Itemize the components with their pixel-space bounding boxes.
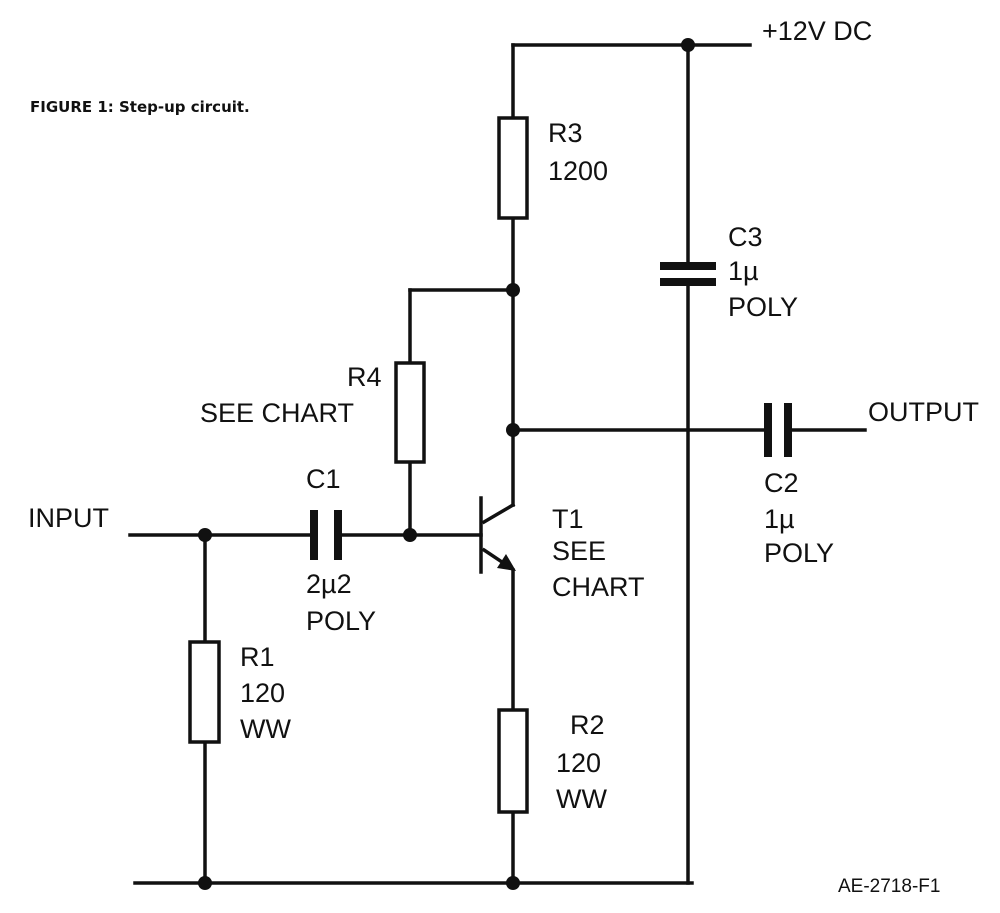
c3-value: 1µ bbox=[728, 256, 759, 286]
figure-code: AE-2718-F1 bbox=[838, 876, 940, 897]
junction-dot bbox=[403, 528, 417, 542]
capacitor-c2-symbol bbox=[764, 403, 792, 457]
resistor-r3-body bbox=[497, 116, 529, 220]
c2-value: 1µ bbox=[764, 504, 795, 534]
r3-name: R3 bbox=[548, 118, 583, 148]
capacitor-c1-symbol bbox=[310, 510, 342, 560]
t1-name: T1 bbox=[552, 504, 584, 534]
c1-note: POLY bbox=[306, 606, 376, 636]
output-label: OUTPUT bbox=[868, 397, 979, 427]
r1-note: WW bbox=[240, 714, 291, 744]
junctions bbox=[198, 38, 695, 890]
junction-dot bbox=[506, 876, 520, 890]
r2-value: 120 bbox=[556, 748, 601, 778]
junction-dot bbox=[681, 38, 695, 52]
c3-name: C3 bbox=[728, 222, 763, 252]
t1-collector-lead bbox=[481, 502, 516, 525]
resistor-r4-body bbox=[394, 361, 426, 464]
transistor-t1-symbol bbox=[479, 496, 516, 574]
c1-value: 2µ2 bbox=[306, 569, 352, 599]
capacitor-c3-symbol bbox=[660, 262, 716, 286]
r2-note: WW bbox=[556, 784, 607, 814]
input-label: INPUT bbox=[28, 503, 109, 533]
t1-value: SEE bbox=[552, 536, 606, 566]
t1-emitter-arrow bbox=[497, 554, 516, 571]
r3-value: 1200 bbox=[548, 156, 608, 186]
resistor-r1-body bbox=[188, 640, 221, 744]
c2-name: C2 bbox=[764, 468, 799, 498]
junction-dot bbox=[506, 283, 520, 297]
r2-name: R2 bbox=[570, 710, 605, 740]
resistor-r2-body bbox=[497, 708, 529, 814]
supply-label: +12V DC bbox=[762, 16, 872, 46]
r4-value: SEE CHART bbox=[200, 398, 354, 428]
c1-name: C1 bbox=[306, 464, 341, 494]
c3-note: POLY bbox=[728, 292, 798, 322]
r4-name: R4 bbox=[347, 362, 382, 392]
junction-dot bbox=[198, 528, 212, 542]
junction-dot bbox=[506, 423, 520, 437]
r1-value: 120 bbox=[240, 678, 285, 708]
r1-name: R1 bbox=[240, 642, 275, 672]
wires bbox=[128, 43, 867, 885]
t1-note: CHART bbox=[552, 572, 645, 602]
figure-title: FIGURE 1: Step-up circuit. bbox=[30, 98, 250, 116]
junction-dot bbox=[198, 876, 212, 890]
c2-note: POLY bbox=[764, 538, 834, 568]
